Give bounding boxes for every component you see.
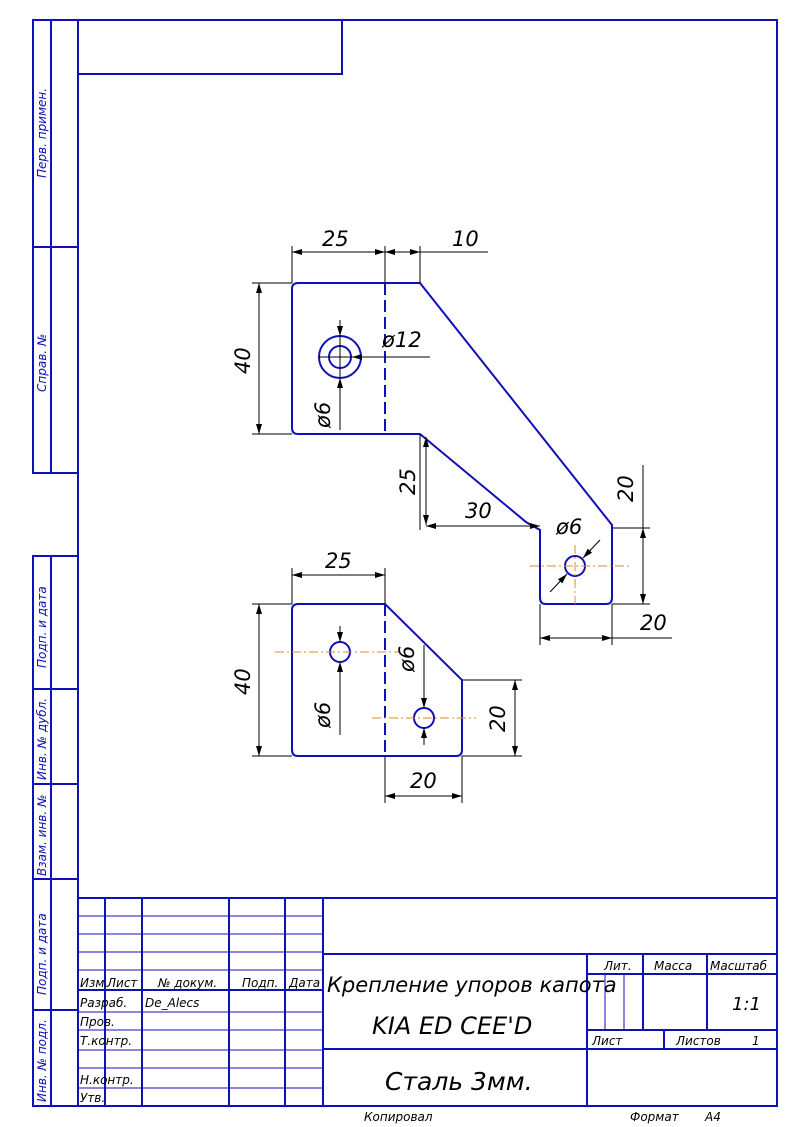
col-no-dokum: № докум. (157, 976, 217, 990)
dim-25-lower: 25 (325, 549, 352, 573)
side-label-podp-data-2: Подп. и дата (35, 913, 49, 995)
listov-value: 1 (752, 1034, 760, 1048)
col-data: Дата (288, 976, 320, 990)
title-block: Изм. Лист № докум. Подп. Дата Разраб. De… (77, 897, 778, 1124)
side-label-podp-data-1: Подп. и дата (35, 586, 49, 668)
row-razrab: Разраб. (80, 996, 127, 1010)
dim-10-top: 10 (452, 227, 479, 251)
drawing-title-line2: KIA ED CEE'D (372, 1012, 532, 1040)
sheet-frame (77, 19, 778, 1107)
lower-part-outline (291, 603, 463, 757)
masshtab-label: Масштаб (710, 959, 768, 973)
row-nkontr: Н.контр. (80, 1073, 134, 1087)
format-value: A4 (704, 1110, 721, 1124)
dim-40-lower: 40 (231, 668, 255, 695)
razrab-name: De_Alecs (145, 996, 199, 1010)
dim-phi12: ø12 (381, 328, 422, 352)
massa-label: Масса (654, 959, 692, 973)
dim-40-top: 40 (231, 347, 255, 374)
listov-label: Листов (675, 1034, 721, 1048)
dim-30: 30 (465, 499, 492, 523)
material: Сталь 3мм. (385, 1067, 533, 1096)
top-left-stamp (77, 19, 343, 75)
lower-dimensions: 25 40 ø6 ø6 20 20 (231, 549, 522, 803)
col-izm: Изм. (80, 976, 108, 990)
list-label: Лист (591, 1034, 623, 1048)
side-label-inv-dubl: Инв. № дубл. (35, 698, 49, 780)
dim-phi6-lower-right: ø6 (395, 646, 419, 673)
side-label-sprav-no: Справ. № (35, 334, 49, 392)
dim-20-lower-bottom: 20 (410, 769, 437, 793)
dim-phi6-lower-left: ø6 (311, 702, 335, 729)
upper-part-outline (291, 282, 613, 605)
drawing-title-line1: Крепление упоров капота (327, 973, 617, 997)
side-label-inv-podl: Инв. № подл. (35, 1019, 49, 1102)
dim-20-lower-right: 20 (486, 705, 510, 732)
left-side-strips: Перв. примен. Справ. № Подп. и дата Инв.… (32, 19, 79, 1107)
lower-part (275, 603, 476, 757)
row-tkontr: Т.контр. (80, 1034, 132, 1048)
side-label-perv-primen: Перв. примен. (35, 88, 49, 178)
scale-value: 1:1 (732, 994, 761, 1015)
format-label: Формат (630, 1110, 680, 1124)
lit-label: Лит. (603, 959, 632, 973)
dim-20-bottom-right: 20 (640, 611, 667, 635)
dim-phi6-upper: ø6 (311, 402, 335, 429)
dim-20-right: 20 (614, 475, 638, 502)
upper-dimensions: 25 10 40 ø12 ø6 25 30 ø6 20 (231, 227, 672, 645)
col-list: Лист (106, 976, 138, 990)
row-utv: Утв. (80, 1091, 105, 1105)
kopiroval-label: Копировал (364, 1110, 433, 1124)
dim-phi6-right-hole: ø6 (555, 515, 582, 539)
col-podp: Подп. (242, 976, 278, 990)
dim-25-top: 25 (322, 227, 349, 251)
side-label-vzam-inv: Взам. инв. № (35, 795, 49, 876)
dim-25-vertical: 25 (396, 468, 420, 495)
row-prov: Пров. (80, 1015, 115, 1029)
